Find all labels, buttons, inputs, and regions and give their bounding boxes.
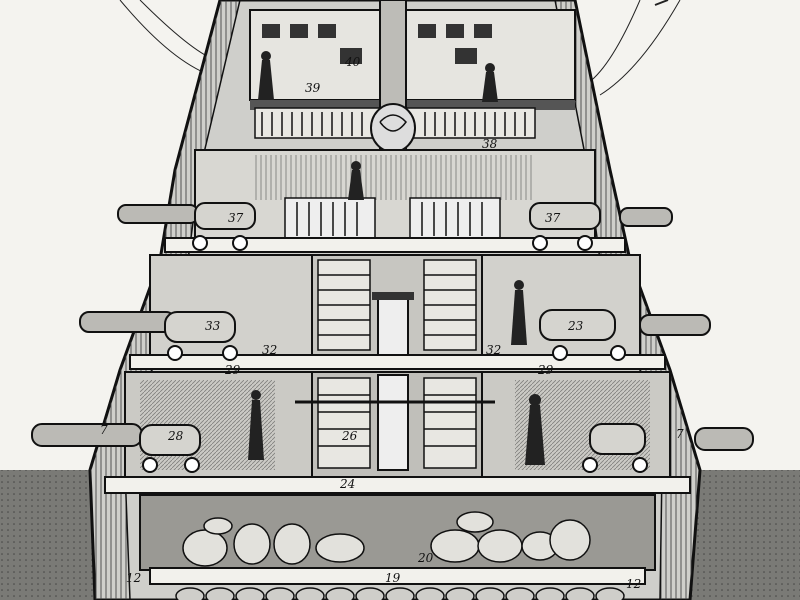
- cannon-wheels: [142, 235, 648, 473]
- label-26: 26: [341, 429, 358, 443]
- upper-gun-deck-wall-texture: [255, 155, 535, 200]
- label-32-right: 32: [486, 343, 501, 357]
- capstan-lower: [377, 374, 409, 471]
- quarterdeck-cabin: [249, 9, 576, 101]
- reference-numbers: 40 39 38 37 37 33 23 32 32 29 29 28 26 2…: [100, 55, 684, 591]
- cabin-windows: [262, 24, 492, 64]
- label-12-left: 12: [126, 571, 141, 585]
- label-38: 38: [482, 137, 498, 151]
- capstan-upper: [377, 294, 409, 356]
- label-29-left: 29: [224, 363, 241, 377]
- label-33-left: 33: [205, 319, 221, 333]
- label-24: 24: [339, 477, 355, 491]
- label-19: 19: [385, 571, 401, 585]
- label-37-left: 37: [228, 211, 244, 225]
- cannons: [31, 202, 754, 456]
- label-39: 39: [305, 81, 321, 95]
- deck-beam-1: [164, 237, 626, 253]
- sailor-figures: [248, 51, 545, 465]
- deck-beam-3: [104, 476, 691, 494]
- label-28: 28: [167, 429, 184, 443]
- label-20: 20: [417, 551, 434, 565]
- central-ladders-2: [317, 259, 477, 351]
- label-7-right: 7: [676, 427, 684, 441]
- deck-beam-2: [129, 354, 666, 370]
- label-23-right: 23: [567, 319, 584, 333]
- central-ladders-3: [317, 377, 477, 469]
- label-37-right: 37: [545, 211, 561, 225]
- label-32-left: 32: [262, 343, 277, 357]
- label-29-right: 29: [537, 363, 554, 377]
- mast-ornament: [370, 103, 416, 153]
- label-7-left: 7: [100, 423, 108, 437]
- capstan-cap: [372, 292, 414, 300]
- cabin-upper-floor: [250, 100, 575, 110]
- label-40: 40: [344, 55, 361, 69]
- label-12-right: 12: [626, 577, 641, 591]
- mid-balustrade: [284, 197, 501, 239]
- keel-barrels: [175, 587, 625, 600]
- hold-barrels: [182, 511, 591, 567]
- hold-floor: [149, 567, 646, 585]
